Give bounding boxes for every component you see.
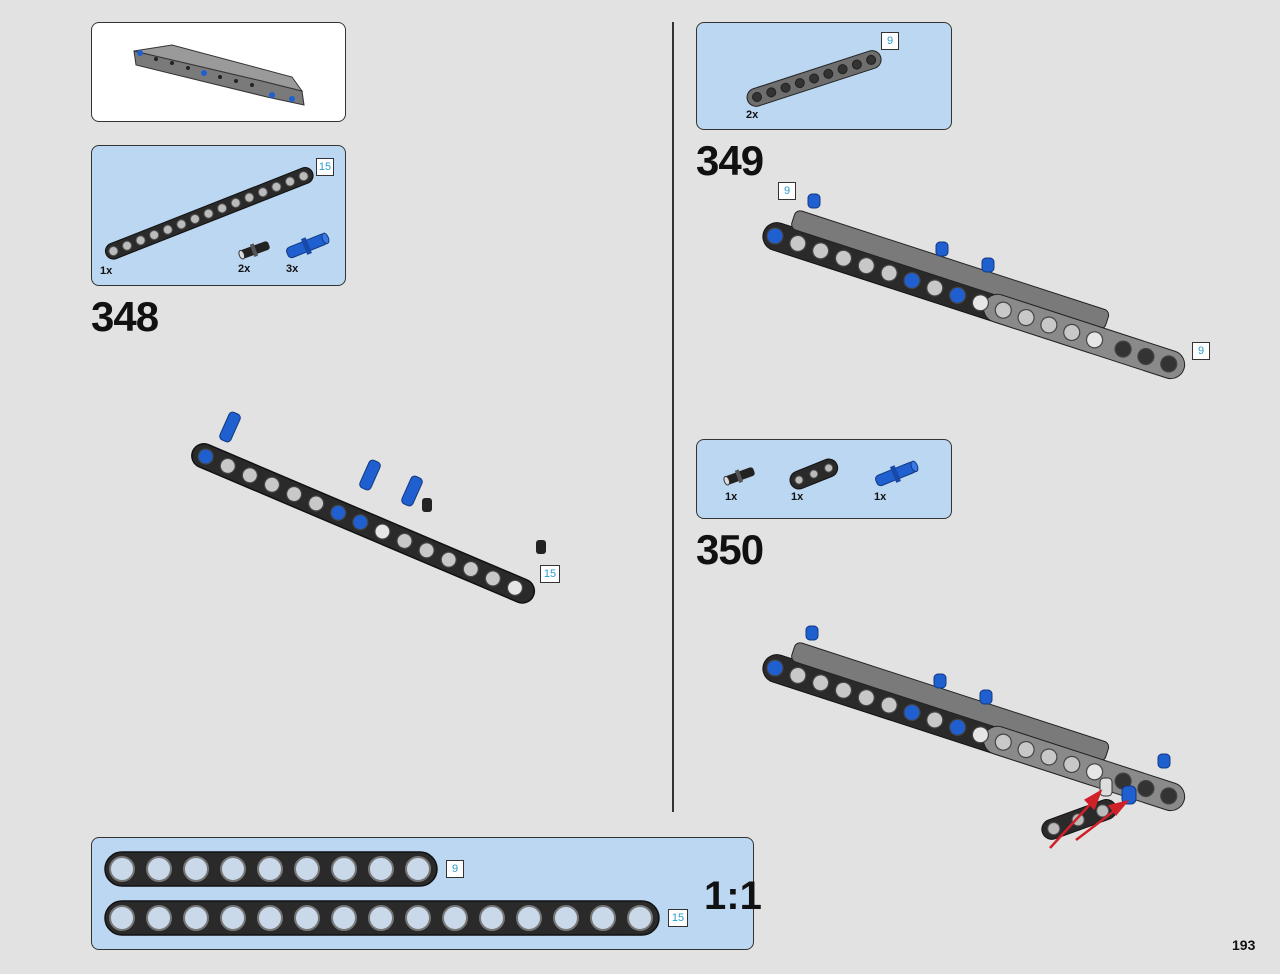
column-divider — [672, 22, 674, 812]
step-349-assembly — [762, 193, 1186, 380]
beam-9-icon — [746, 50, 882, 107]
assembly-size-tag-9-top: 9 — [778, 182, 796, 200]
friction-pin-icon — [723, 467, 755, 486]
step-350-assembly — [762, 625, 1186, 849]
axle-pin-icon — [875, 460, 919, 487]
page-number: 193 — [1232, 937, 1256, 953]
previous-step-thumbnail — [91, 22, 346, 122]
qty-beam: 1x — [100, 265, 113, 277]
step-number-350: 350 — [696, 526, 764, 573]
step-349-parts-panel: 9 2x — [696, 22, 952, 130]
previous-assembly-icon — [133, 44, 305, 106]
scale-beam-9 — [104, 851, 438, 887]
qty-friction-pin: 2x — [238, 263, 251, 275]
axle-pin-icon — [286, 232, 330, 259]
step-number-349: 349 — [696, 137, 764, 184]
qty-axle-pin: 1x — [874, 491, 887, 503]
qty-axle-pin: 3x — [286, 263, 299, 275]
qty-friction-pin: 1x — [725, 491, 738, 503]
step-350-parts-panel: 1x 1x 1x — [696, 439, 952, 519]
size-tag-9: 9 — [881, 32, 899, 50]
scale-bar-panel: 9 15 1:1 — [91, 837, 762, 950]
beam-3-icon — [789, 458, 839, 490]
scale-size-tag-15: 15 — [668, 909, 688, 927]
scale-size-tag-9: 9 — [446, 860, 464, 878]
qty-beam-3: 1x — [791, 491, 804, 503]
assembly-size-tag-9-right: 9 — [1192, 342, 1210, 360]
assembly-size-tag-15: 15 — [540, 565, 560, 583]
qty-beam-9: 2x — [746, 109, 759, 121]
friction-pin-icon — [238, 241, 270, 260]
size-tag-15: 15 — [316, 158, 334, 176]
step-348-assembly — [191, 411, 546, 604]
step-number-348: 348 — [91, 293, 159, 340]
scale-label: 1:1 — [704, 874, 762, 918]
step-348-parts-panel: 15 1x 2x 3x — [91, 145, 346, 286]
beam-15-icon — [104, 167, 314, 260]
scale-beam-15 — [104, 900, 660, 936]
